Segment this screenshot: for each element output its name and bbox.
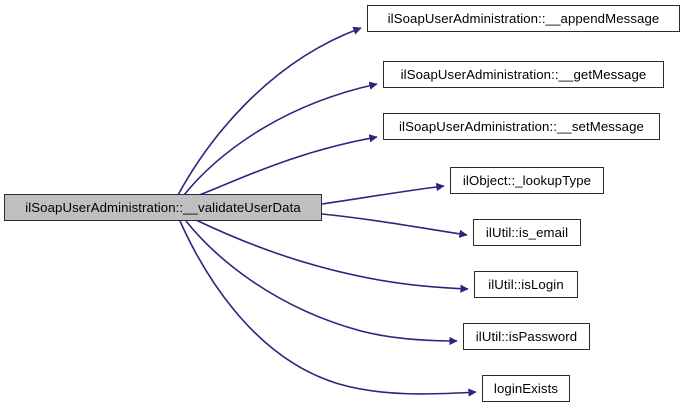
node-label: ilUtil::isPassword [475, 328, 578, 344]
node-label: ilSoapUserAdministration::__setMessage [399, 118, 644, 134]
edge-validateUserData-to-is_email [321, 213, 468, 238]
edge-validateUserData-to-getMessage [183, 81, 378, 196]
node-ispassword[interactable]: ilUtil::isPassword [463, 323, 590, 350]
node-appendmessage[interactable]: ilSoapUserAdministration::__appendMessag… [367, 5, 680, 32]
node-label: ilSoapUserAdministration::__appendMessag… [387, 10, 660, 26]
node-label: ilObject::_lookupType [462, 172, 592, 188]
node-islogin[interactable]: ilUtil::isLogin [474, 271, 578, 298]
node-label: ilSoapUserAdministration::__validateUser… [25, 199, 301, 215]
node-label: ilUtil::is_email [485, 224, 569, 240]
node-is-email[interactable]: ilUtil::is_email [473, 219, 581, 246]
node-label: ilUtil::isLogin [488, 276, 564, 292]
node-setmessage[interactable]: ilSoapUserAdministration::__setMessage [383, 113, 660, 140]
edge-validateUserData-to-isLogin [195, 219, 469, 293]
edge-validateUserData-to-setMessage [193, 134, 378, 198]
node-root-validateuserdata[interactable]: ilSoapUserAdministration::__validateUser… [4, 194, 322, 221]
node-lookuptype[interactable]: ilObject::_lookupType [450, 167, 604, 194]
node-loginexists[interactable]: loginExists [482, 375, 570, 402]
edge-validateUserData-to-lookupType [321, 182, 445, 205]
edge-validateUserData-to-loginExists [179, 220, 477, 397]
node-getmessage[interactable]: ilSoapUserAdministration::__getMessage [383, 61, 664, 88]
node-label: loginExists [493, 380, 559, 396]
edge-validateUserData-to-isPassword [185, 220, 458, 346]
node-label: ilSoapUserAdministration::__getMessage [400, 66, 647, 82]
edge-validateUserData-to-appendMessage [177, 26, 362, 196]
